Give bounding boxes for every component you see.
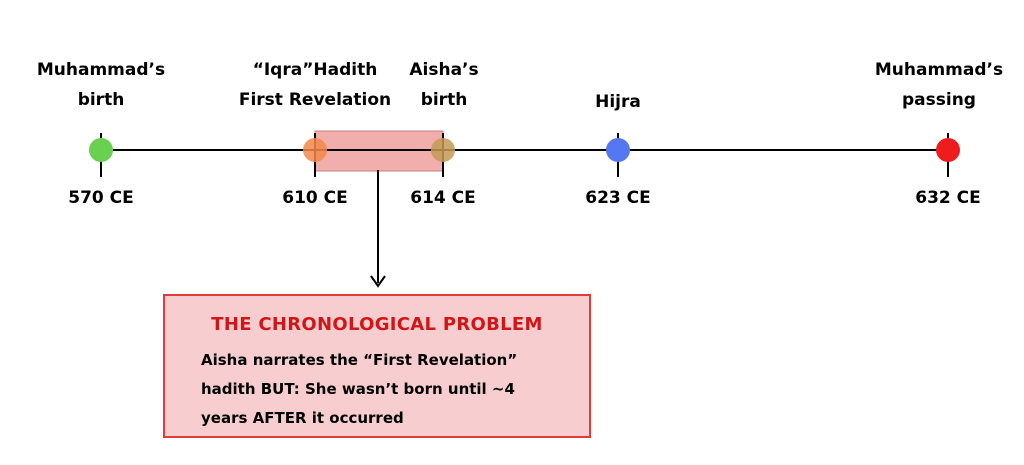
year-label-610: 610 CE <box>282 188 348 208</box>
event-label-610: “Iqra”Hadith First Revelation <box>228 55 402 115</box>
event-label-line: Aisha’s <box>409 60 479 80</box>
event-dot-623 <box>606 138 630 162</box>
year-label-623: 623 CE <box>585 188 651 208</box>
event-label-line: Muhammad’s <box>874 60 1004 80</box>
year-label-632: 632 CE <box>915 188 981 208</box>
year-label-570: 570 CE <box>68 188 134 208</box>
event-label-line: First Revelation <box>238 90 392 110</box>
event-label-line: Hijra <box>595 92 641 112</box>
year-label-614: 614 CE <box>410 188 476 208</box>
problem-body: Aisha narrates the “First Revelation” ha… <box>201 346 575 433</box>
event-label-line: “Iqra”Hadith <box>252 60 378 80</box>
event-label-632: Muhammad’s passing <box>858 55 1020 115</box>
event-label-line: birth <box>420 90 468 110</box>
event-dot-632 <box>936 138 960 162</box>
event-dot-614 <box>431 138 455 162</box>
event-label-line: birth <box>77 90 125 110</box>
event-label-line: passing <box>902 90 976 110</box>
problem-line: hadith BUT: She wasn’t born until ~4 <box>201 380 515 398</box>
connector-arrowhead <box>370 275 386 288</box>
event-label-570: Muhammad’s birth <box>18 55 184 115</box>
problem-callout: THE CHRONOLOGICAL PROBLEM Aisha narrates… <box>163 294 591 438</box>
problem-line: Aisha narrates the “First Revelation” <box>201 351 518 369</box>
problem-line: years AFTER it occurred <box>201 409 404 427</box>
event-label-614: Aisha’s birth <box>389 55 499 115</box>
event-label-623: Hijra <box>578 87 658 117</box>
event-label-line: Muhammad’s <box>36 60 166 80</box>
problem-title: THE CHRONOLOGICAL PROBLEM <box>211 314 543 335</box>
event-dot-610 <box>303 138 327 162</box>
event-dot-570 <box>89 138 113 162</box>
